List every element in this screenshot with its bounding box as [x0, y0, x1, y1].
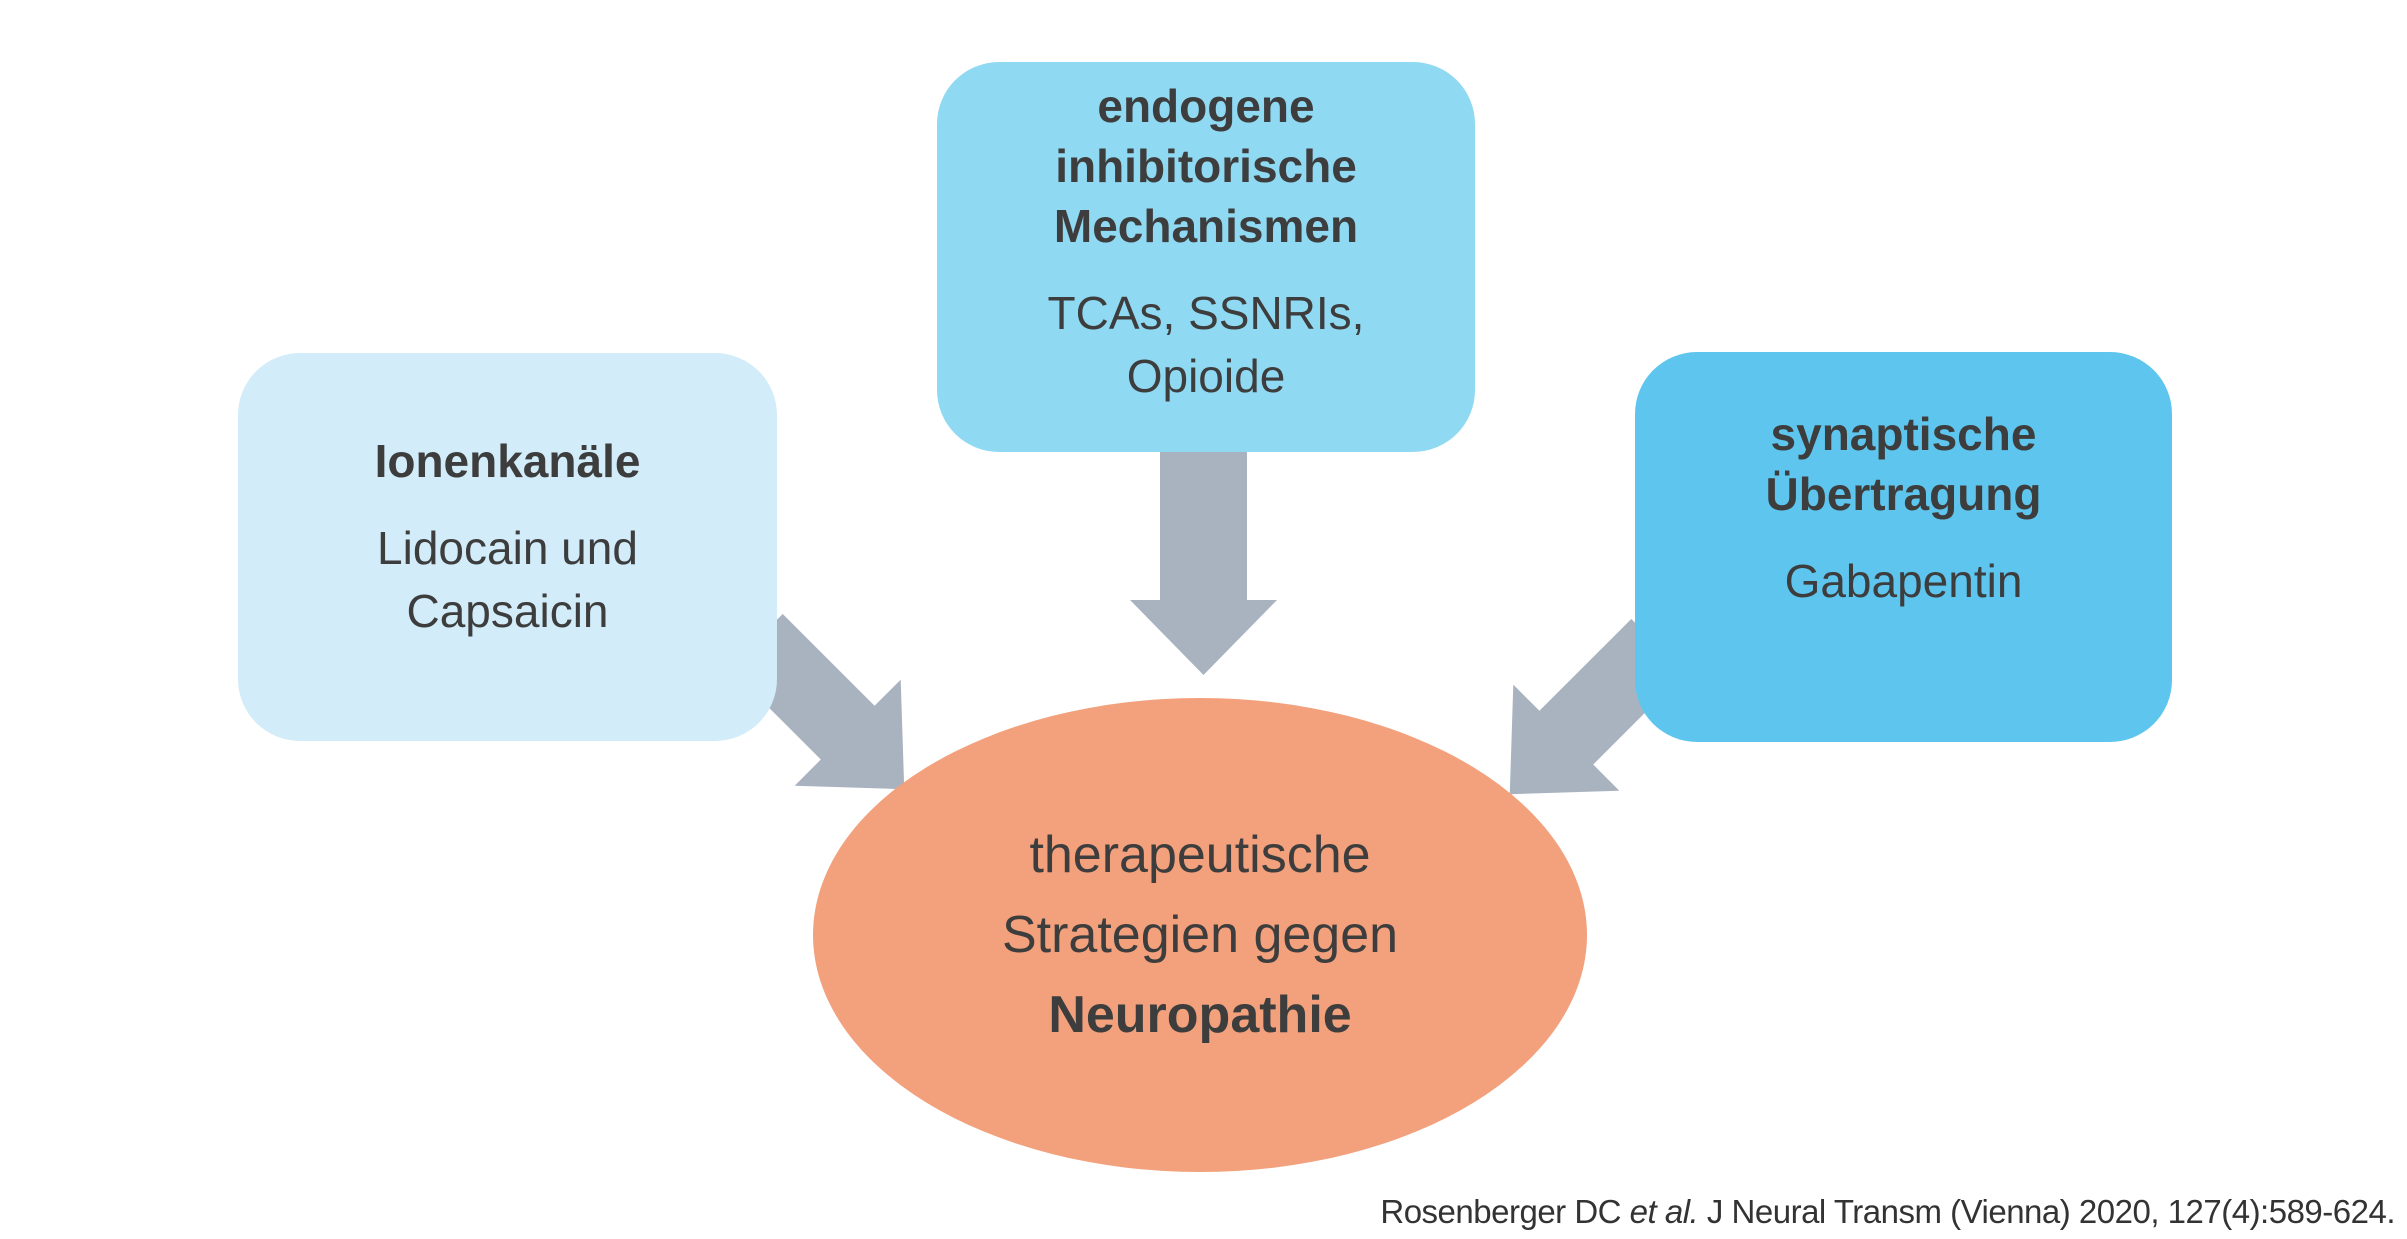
box-endogenous-mechanisms-body: TCAs, SSNRIs, Opioide [1047, 287, 1365, 402]
citation-authors: Rosenberger DC [1380, 1193, 1630, 1230]
box-ion-channels-body: Lidocain und Capsaicin [377, 522, 638, 637]
citation-rest: J Neural Transm (Vienna) 2020, 127(4):58… [1698, 1193, 2396, 1230]
box-synaptic-transmission: synaptische Übertragung Gabapentin [1635, 352, 2172, 742]
box-endogenous-mechanisms: endogene inhibitorische Mechanismen TCAs… [937, 62, 1475, 452]
ellipse-therapeutic-strategies: therapeutische Strategien gegen Neuropat… [813, 698, 1587, 1172]
box-synaptic-transmission-title: synaptische Übertragung [1765, 408, 2042, 520]
box-ion-channels-title: Ionenkanäle [374, 435, 641, 487]
ellipse-text-bold: Neuropathie [1048, 986, 1352, 1044]
ellipse-text-regular: therapeutische Strategien gegen [1001, 826, 1399, 964]
box-synaptic-transmission-body: Gabapentin [1784, 555, 2023, 607]
box-ion-channels: Ionenkanäle Lidocain und Capsaicin [238, 353, 777, 741]
citation: Rosenberger DC et al. J Neural Transm (V… [1380, 1193, 2395, 1231]
arrow-down-icon [1130, 452, 1277, 675]
box-endogenous-mechanisms-title: endogene inhibitorische Mechanismen [1053, 80, 1359, 252]
citation-et-al: et al. [1629, 1193, 1699, 1230]
